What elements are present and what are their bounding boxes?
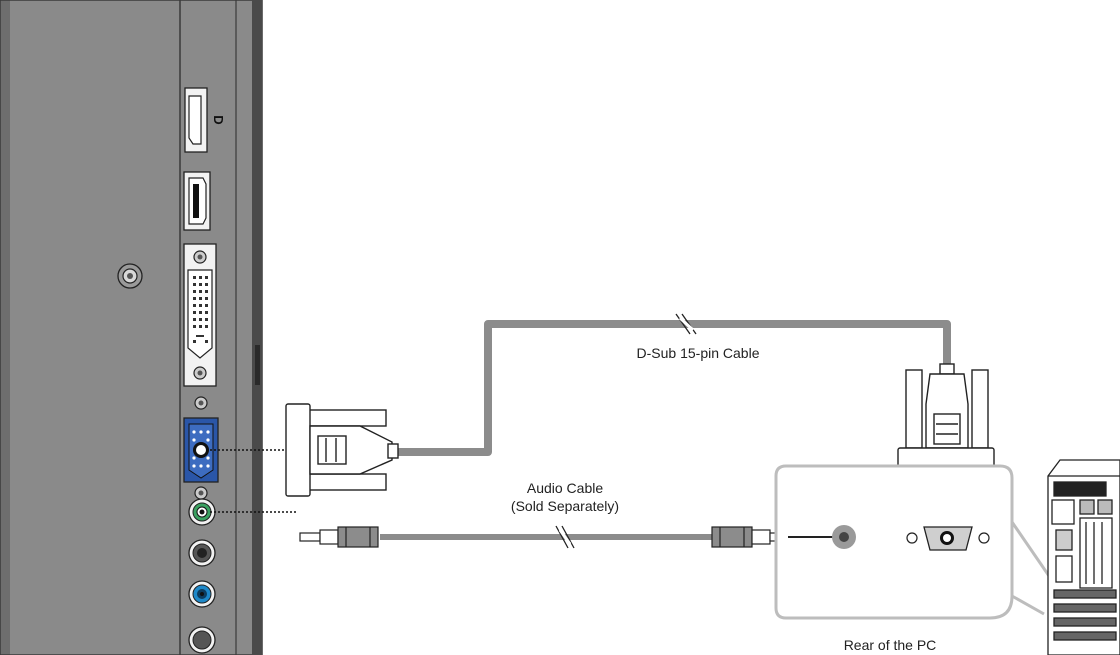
monitor-rear-panel [0, 0, 263, 655]
pc-vga-port-icon [906, 526, 990, 551]
audio-jack-icon [188, 539, 216, 567]
audio-cable-sublabel: (Sold Separately) [511, 498, 619, 514]
dp-port-mark: D [211, 115, 226, 124]
dvi-port-icon [183, 243, 217, 387]
cable-break-mark [675, 313, 697, 335]
dsub-cable-label: D-Sub 15-pin Cable [637, 345, 760, 361]
screw-icon [117, 263, 143, 289]
cable-break-mark [555, 525, 575, 549]
displayport-port-icon [184, 87, 208, 153]
audio-cable-label: Audio Cable [527, 480, 603, 496]
pc-audio-jack-icon [832, 525, 856, 549]
audio-out-jack-icon [188, 580, 216, 608]
hdmi-port-icon [183, 171, 211, 231]
rear-of-pc-callout [774, 464, 1062, 620]
audio-in-jack-icon [188, 498, 216, 526]
audio-jack-icon [188, 626, 216, 654]
dsub-plug-right [897, 363, 995, 479]
rear-of-pc-label: Rear of the PC [844, 637, 937, 653]
dsub-cable [396, 320, 951, 456]
pc-tower-icon [1047, 459, 1120, 655]
dsub-plug-left [285, 403, 399, 497]
vga-port-icon [183, 396, 219, 500]
audio-plug-left [299, 526, 379, 548]
